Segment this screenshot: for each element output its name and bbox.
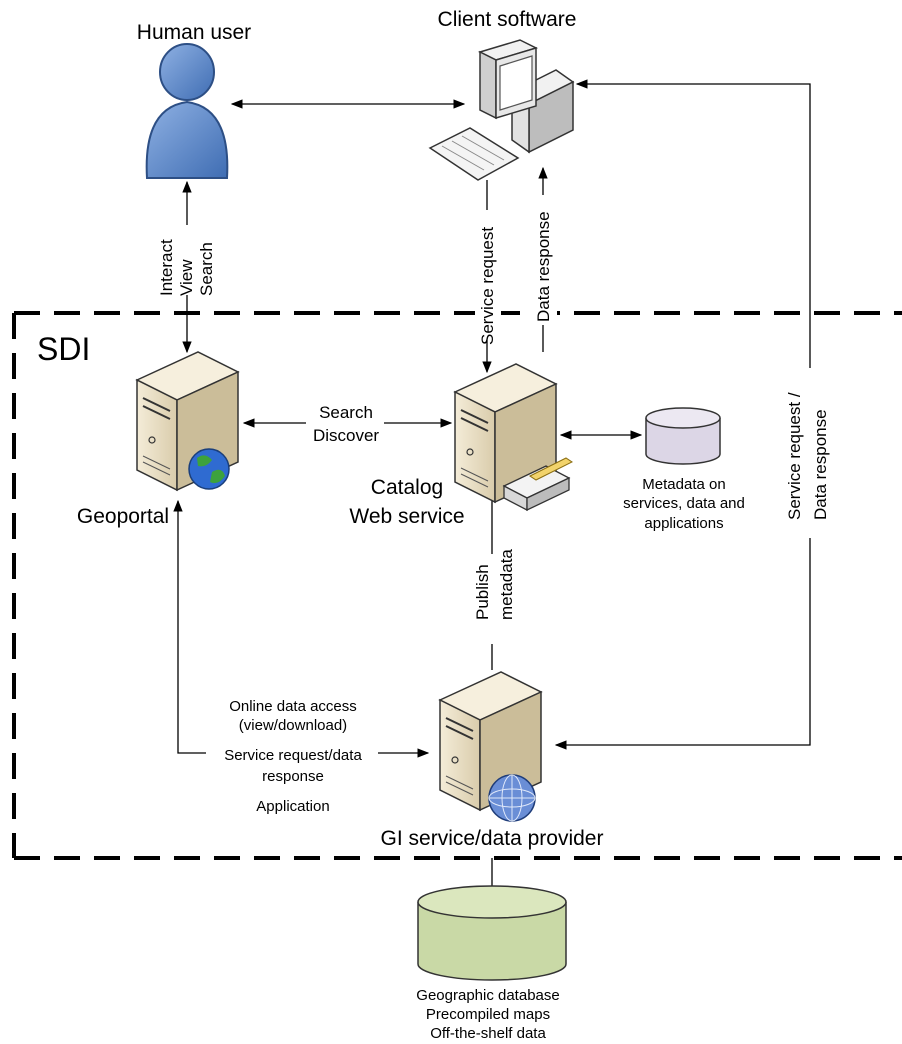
svg-text:Web service: Web service — [349, 505, 464, 528]
svg-text:services, data and: services, data and — [623, 495, 745, 512]
geoportal-label: Geoportal — [77, 505, 169, 528]
svg-text:(view/download): (view/download) — [239, 717, 347, 734]
svg-text:Online data access: Online data access — [229, 698, 357, 715]
svg-text:Interact: Interact — [157, 239, 176, 296]
geographic-database-label: Geographic database Precompiled maps Off… — [416, 987, 559, 1042]
label-service-request: Service request — [478, 227, 497, 345]
earth-globe-icon — [188, 448, 230, 490]
svg-text:Metadata on: Metadata on — [642, 476, 725, 493]
svg-text:View: View — [177, 259, 196, 296]
svg-text:Service request/data: Service request/data — [224, 747, 362, 764]
svg-text:Application: Application — [256, 798, 329, 815]
label-publish: Publish metadata — [473, 549, 516, 620]
label-client-provider: Service request / Data response — [785, 392, 830, 520]
metadata-database-label: Metadata on services, data and applicati… — [623, 476, 745, 532]
label-user-portal: Interact View Search — [157, 239, 216, 296]
svg-text:Geographic database: Geographic database — [416, 987, 559, 1004]
card-catalog-icon — [502, 457, 573, 512]
svg-text:Search: Search — [319, 403, 373, 422]
human-user-icon — [145, 43, 229, 179]
catalog-label: Catalog Web service — [349, 476, 464, 528]
label-portal-catalog: Search Discover — [313, 403, 379, 445]
svg-text:Discover: Discover — [313, 426, 379, 445]
svg-text:Data response: Data response — [811, 409, 830, 520]
client-software-label: Client software — [438, 8, 577, 31]
label-data-response: Data response — [534, 211, 553, 322]
svg-text:Service request /: Service request / — [785, 392, 804, 520]
svg-text:response: response — [262, 768, 324, 785]
sdi-boundary — [12, 311, 902, 860]
svg-text:Publish: Publish — [473, 564, 492, 620]
human-user-label: Human user — [137, 21, 251, 44]
edge-portal-provider — [173, 499, 430, 758]
computer-icon — [428, 39, 575, 181]
svg-text:Search: Search — [197, 242, 216, 296]
svg-text:applications: applications — [644, 515, 723, 532]
svg-text:Precompiled maps: Precompiled maps — [426, 1006, 550, 1023]
metadata-database-icon — [645, 407, 721, 465]
label-portal-provider: Online data access (view/download) Servi… — [224, 698, 362, 815]
geographic-database-icon — [417, 885, 567, 981]
svg-text:metadata: metadata — [497, 549, 516, 620]
svg-text:Catalog: Catalog — [371, 476, 443, 499]
provider-label: GI service/data provider — [381, 827, 604, 850]
svg-text:Off-the-shelf data: Off-the-shelf data — [430, 1025, 546, 1042]
wireframe-globe-icon — [488, 774, 536, 822]
sdi-label: SDI — [37, 331, 90, 367]
